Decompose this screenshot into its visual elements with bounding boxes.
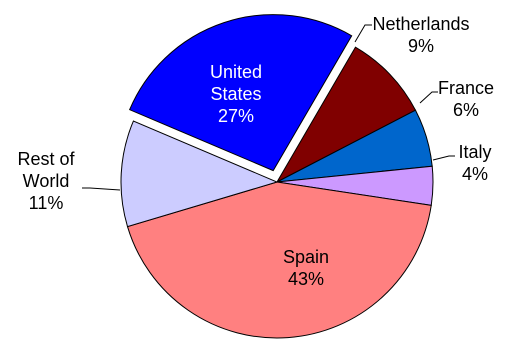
slice-name-line: World <box>23 171 70 191</box>
leader-line-france <box>419 91 438 104</box>
slice-name-line: United <box>210 62 262 82</box>
slice-percent: 9% <box>408 36 434 56</box>
pie-slice-rest-of-world <box>120 120 279 228</box>
leader-line-italy <box>432 155 455 161</box>
leader-line-netherlands <box>354 24 372 43</box>
slice-percent: 27% <box>218 106 254 126</box>
slice-percent: 11% <box>29 193 64 213</box>
leader-line-rest-of-world <box>82 187 121 191</box>
pie-slice-netherlands <box>275 46 417 184</box>
pie-slice-spain <box>126 181 432 339</box>
slice-name-line: Rest of <box>17 149 75 169</box>
slice-name-line: France <box>438 78 494 98</box>
pie-slices <box>120 14 434 339</box>
slice-percent: 6% <box>453 100 479 120</box>
slice-percent: 4% <box>462 164 488 184</box>
slice-name-line: Spain <box>283 247 329 267</box>
leader-lines <box>82 24 455 191</box>
slice-name-line: Italy <box>458 142 491 162</box>
pie-slice-united-states <box>128 14 353 172</box>
slice-name-line: States <box>210 84 261 104</box>
slice-name-line: Netherlands <box>372 14 469 34</box>
slice-percent: 43% <box>288 269 324 289</box>
